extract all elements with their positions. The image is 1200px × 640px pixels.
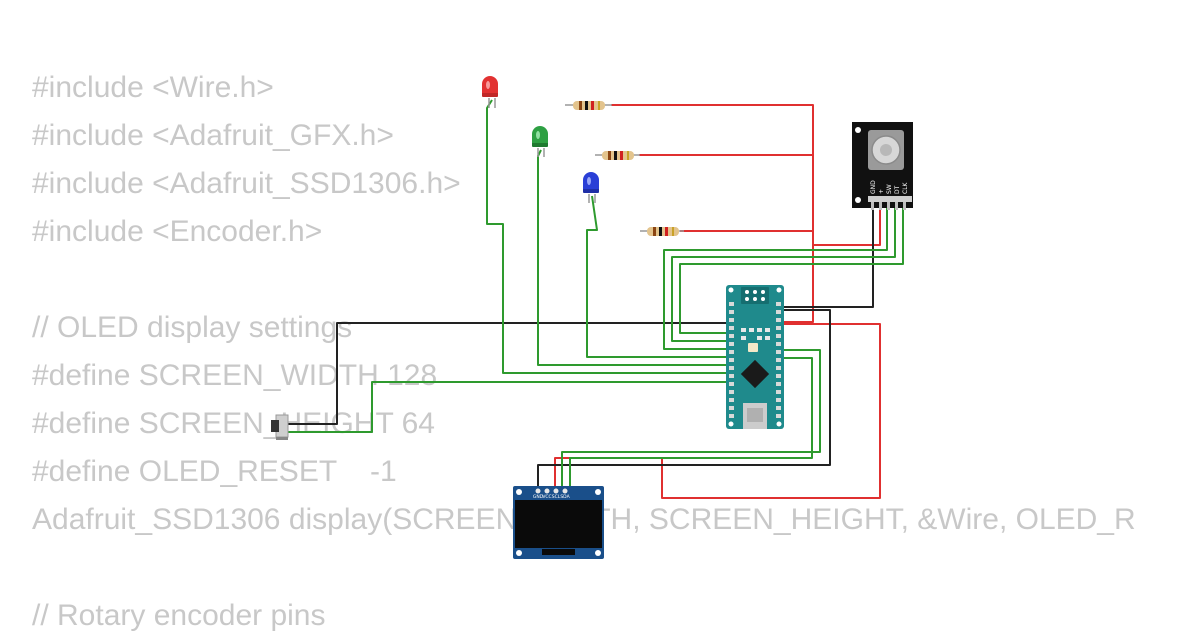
led-red[interactable] xyxy=(482,76,498,108)
code-line: #define SCREEN_WIDTH 128 xyxy=(32,359,438,392)
nano-microcontroller xyxy=(740,359,770,389)
code-line: Adafruit_SSD1306 display(SCREEN_WIDTH, S… xyxy=(32,503,1136,536)
code-line: #include <Wire.h> xyxy=(32,71,274,104)
nano-reset-button[interactable] xyxy=(748,343,758,352)
encoder-pin-label: GND xyxy=(870,180,877,194)
code-line: // Rotary encoder pins xyxy=(32,599,326,632)
slide-switch[interactable] xyxy=(271,414,289,440)
wire-oled-gnd[interactable] xyxy=(537,309,831,490)
wire-led-green-signal[interactable] xyxy=(537,149,728,366)
encoder-pin-label: DT xyxy=(894,185,901,194)
code-line: // OLED display settings xyxy=(32,311,353,344)
resistor-red-led[interactable] xyxy=(565,101,612,110)
code-line: #define SCREEN_HEIGHT 64 xyxy=(32,407,435,440)
resistor-blue-led[interactable] xyxy=(640,227,684,236)
oled-display[interactable]: GND VCC SCL SDA xyxy=(513,486,604,559)
wire-led-red-signal[interactable] xyxy=(486,99,728,374)
wire-red-led-red-resistor[interactable] xyxy=(611,104,814,323)
oled-pin-label: SCL xyxy=(552,494,561,500)
oled-pin-label: GND xyxy=(533,494,544,500)
code-line: #include <Encoder.h> xyxy=(32,215,323,248)
encoder-pin-label: + xyxy=(878,189,885,194)
wire-encoder-dt[interactable] xyxy=(671,205,896,342)
code-line: #include <Adafruit_GFX.h> xyxy=(32,119,394,152)
nano-right-header xyxy=(776,302,781,418)
arduino-nano[interactable] xyxy=(726,285,784,429)
led-green[interactable] xyxy=(532,126,548,157)
code-line: #include <Adafruit_SSD1306.h> xyxy=(32,167,461,200)
wire-switch-signal[interactable] xyxy=(288,381,728,433)
encoder-pin-label: CLK xyxy=(902,181,909,194)
wire-oled-vcc-5v[interactable] xyxy=(554,323,881,499)
wire-encoder-vcc[interactable] xyxy=(813,205,881,246)
led-blue[interactable] xyxy=(583,172,599,203)
nano-left-header xyxy=(729,302,734,418)
wire-encoder-sw[interactable] xyxy=(663,205,888,350)
encoder-pin-label: SW xyxy=(886,184,893,194)
rotary-encoder-module[interactable]: GND + SW DT CLK xyxy=(852,122,913,210)
code-editor-background: #include <Wire.h> #include <Adafruit_GFX.… xyxy=(32,64,1136,640)
wire-oled-sda[interactable] xyxy=(569,357,813,490)
code-line: #define OLED_RESET -1 xyxy=(32,455,397,488)
resistor-green-led[interactable] xyxy=(595,151,640,160)
oled-screen xyxy=(515,500,602,548)
wire-oled-scl[interactable] xyxy=(561,349,821,490)
oled-pin-label: SDA xyxy=(560,494,570,500)
wire-encoder-clk[interactable] xyxy=(679,205,904,334)
wire-encoder-gnd[interactable] xyxy=(778,205,874,308)
wire-led-blue-signal[interactable] xyxy=(586,195,728,358)
oled-pin-label: VCC xyxy=(542,494,551,500)
wire-switch-gnd[interactable] xyxy=(288,322,736,425)
